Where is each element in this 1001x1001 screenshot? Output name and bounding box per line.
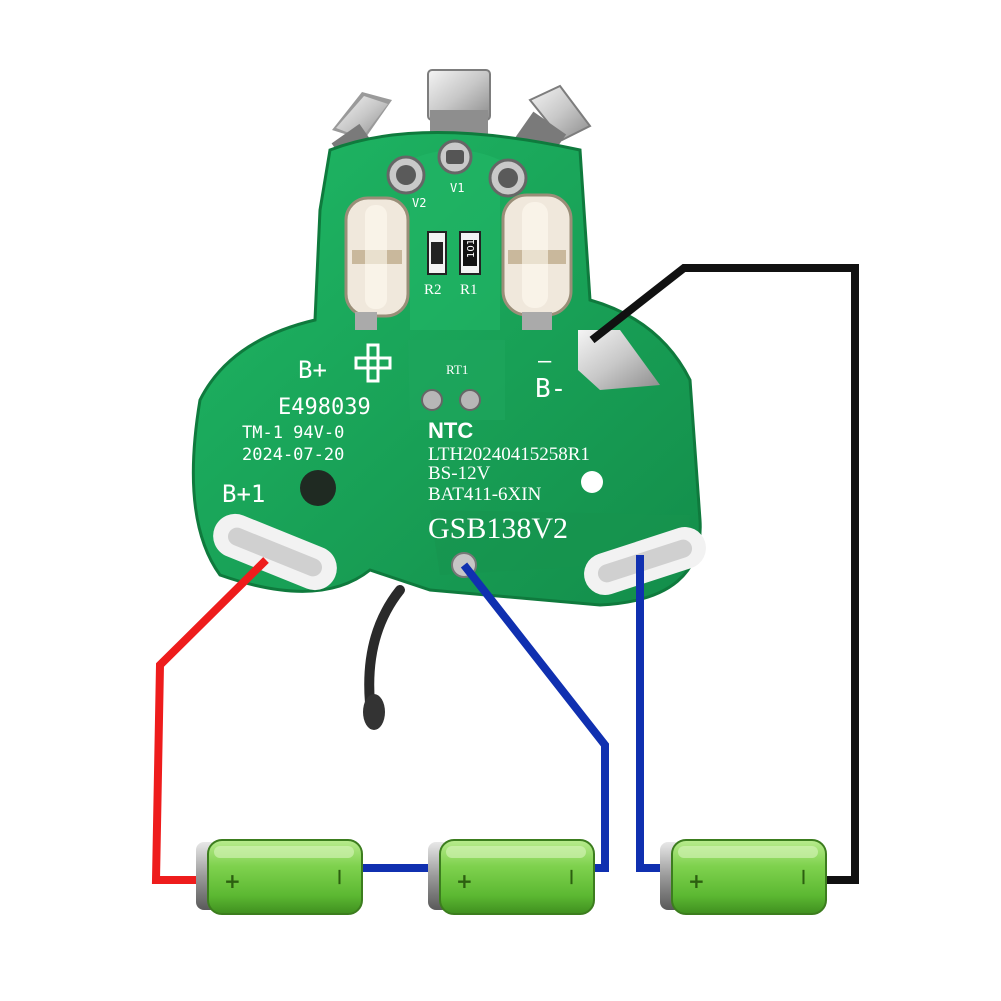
label-cert: E498039 [278,395,371,420]
screw-right [488,158,528,198]
b-minus-pad [578,330,660,390]
label-b-plus: B+ [298,356,327,384]
mounting-hole-right [581,471,603,493]
rt1-pad-b [459,389,481,411]
label-r1: R1 [460,282,478,298]
label-rating: TM-1 94V-0 [242,423,344,443]
b-plus-one-slot [213,513,337,591]
wire-balance-blue-1 [460,562,609,872]
battery-2-minus: — [561,869,580,885]
screw-v2 [386,155,426,195]
mounting-hole-left [300,470,336,506]
battery-2-plus: + [456,869,473,893]
label-minus-sign: — [538,349,552,374]
label-date: 2024-07-20 [242,445,344,465]
label-rt1: RT1 [446,362,468,377]
label-ntc: NTC [428,418,473,443]
battery-cell-1: + — [196,839,363,915]
label-r1-code: 101 [466,239,477,258]
pcb-board: B+ E498039 TM-1 94V-0 2024-07-20 B+1 V2 … [191,69,706,607]
battery-3-minus: — [793,869,812,885]
label-model: GSB138V2 [428,512,568,545]
label-v2: V2 [412,196,426,210]
wire-balance-blue-2 [636,555,672,872]
label-bs: BS-12V [428,463,491,484]
tab-connector-center [427,69,491,140]
battery-3-plus: + [688,869,705,893]
label-r2: R2 [424,282,442,298]
label-bat: BAT411-6XIN [428,484,542,505]
plus-symbol-icon [354,343,392,383]
battery-1-plus: + [224,869,241,893]
wire-negative-black [589,264,859,884]
label-v1: V1 [450,181,464,195]
battery-cell-2: + — [428,839,595,915]
right-slot [584,527,706,595]
label-serial: LTH20240415258R1 [428,444,590,465]
battery-cell-3: + — [660,839,827,915]
ntc-thermistor-probe [363,585,405,730]
fuse-right [501,193,573,330]
wire-positive-red [151,557,269,884]
screw-v1 [437,139,473,175]
fuse-left [344,196,410,330]
label-b-minus: B- [535,374,566,404]
rt1-pad-a [421,389,443,411]
battery-1-minus: — [329,869,348,885]
label-b-plus-one: B+1 [222,480,265,508]
